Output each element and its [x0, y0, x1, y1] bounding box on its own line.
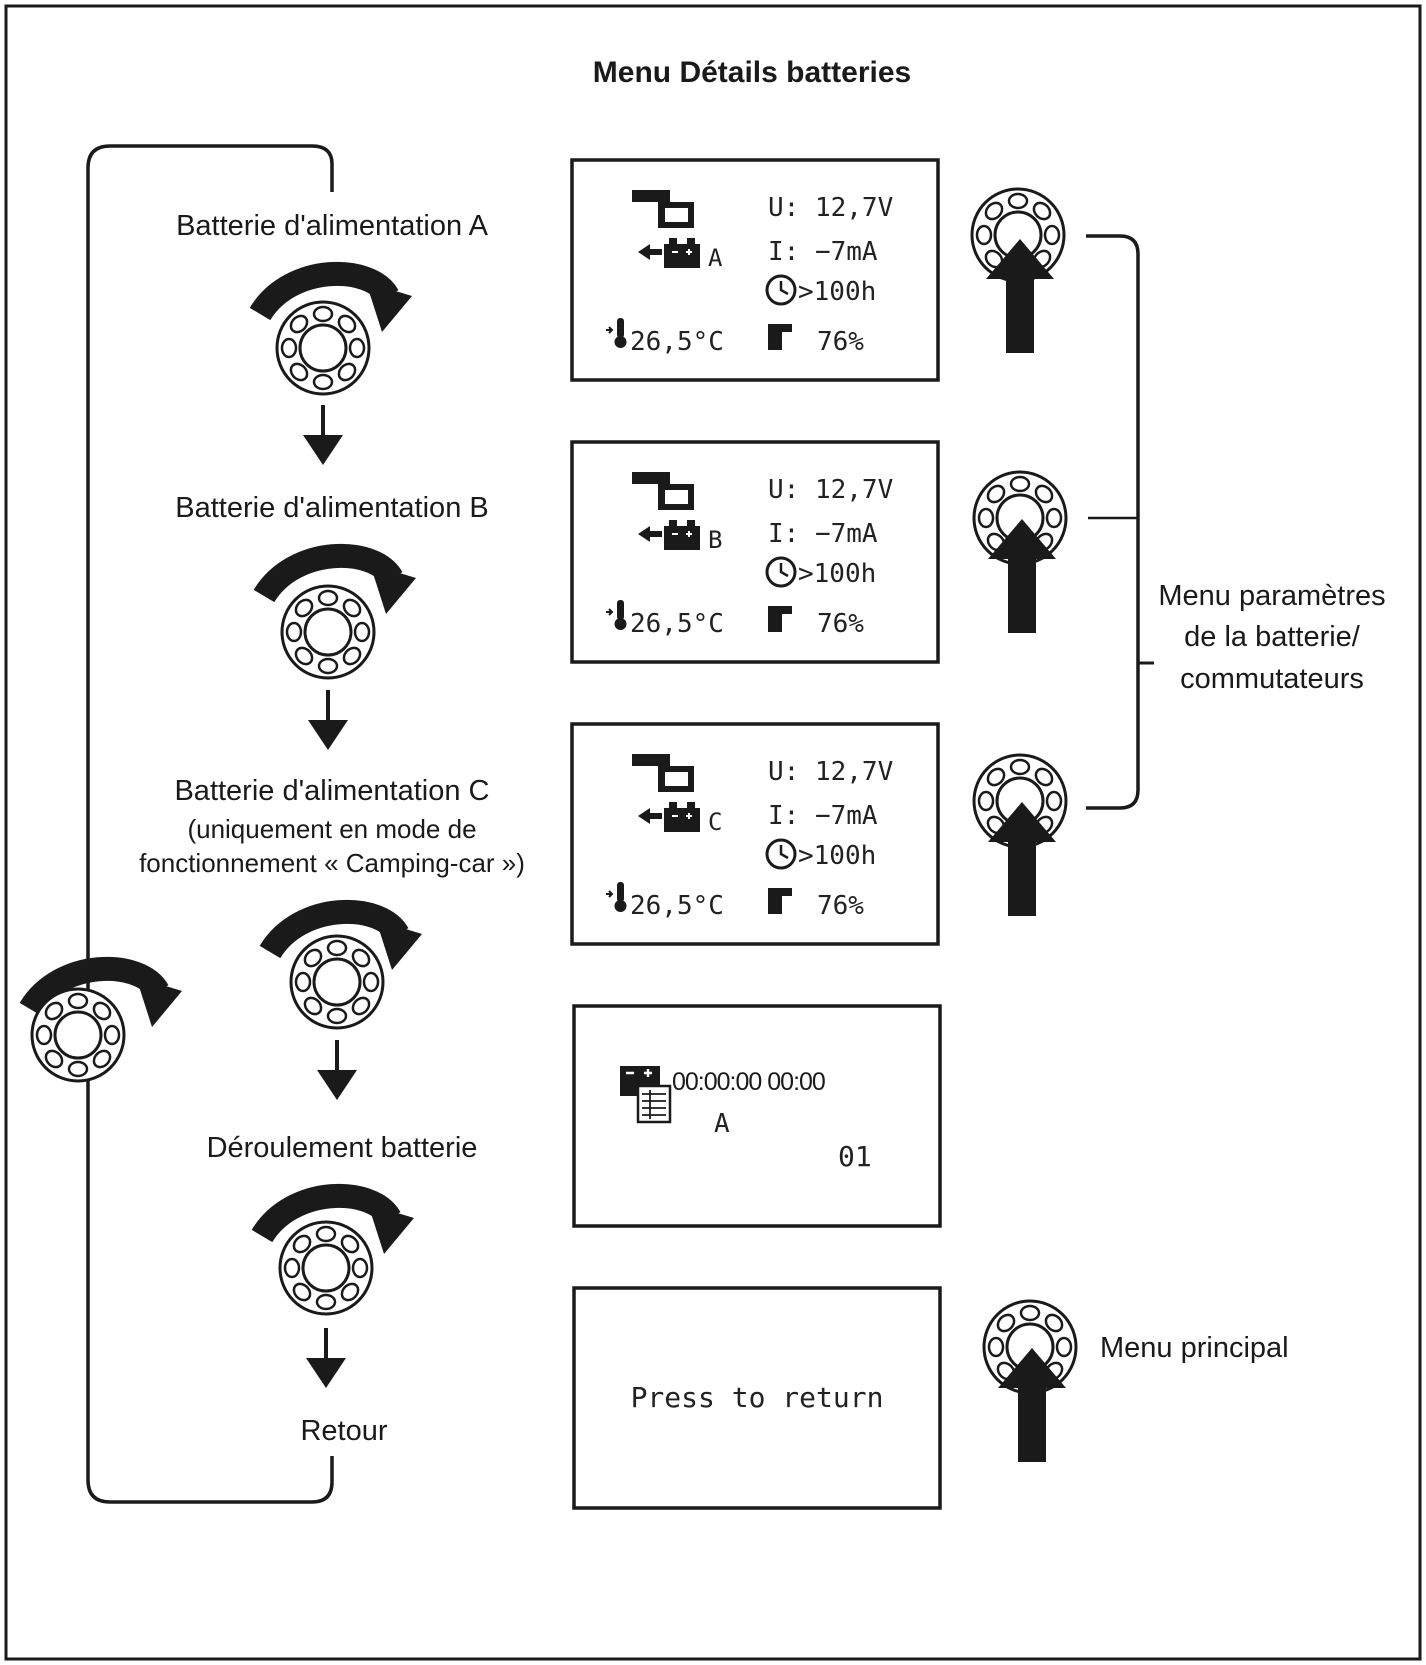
temperature-value: 26,5°C: [630, 609, 724, 639]
charge-level-icon: [768, 324, 792, 350]
battery-icon: [632, 472, 694, 510]
push-knob-main-menu[interactable]: [982, 1299, 1078, 1462]
charge-level-icon: [768, 606, 792, 632]
charge-value: 76%: [817, 891, 864, 921]
return-text: Press to return: [631, 1381, 884, 1414]
history-battery-id: A: [714, 1109, 730, 1139]
diagram-title: Menu Détails batteries: [593, 56, 911, 89]
clock-icon: [765, 556, 797, 588]
battery-id: C: [708, 808, 722, 836]
voltage-value: U: 12,7V: [768, 757, 893, 787]
settings-label-line-2: de la batterie/: [1184, 621, 1361, 653]
step-knob-history[interactable]: [262, 1196, 414, 1316]
lcd-screen-battery-b: B U: 12,7V I: −7mA >100h 26,5°C 76%: [570, 440, 940, 664]
down-arrow-icon: [306, 688, 350, 752]
temperature-value: 26,5°C: [630, 891, 724, 921]
push-knob-b[interactable]: [972, 470, 1068, 633]
arrow-battery-icon: [638, 801, 701, 833]
loop-knob[interactable]: [30, 969, 182, 1083]
down-arrow-icon: [315, 1038, 359, 1102]
log-icon: [620, 1066, 672, 1124]
remaining-time-value: >100h: [798, 841, 876, 871]
step-label-history: Déroulement batterie: [207, 1132, 478, 1164]
arrow-battery-icon: [638, 237, 701, 269]
history-datetime: 00:00:00 00:00: [672, 1068, 825, 1096]
thermometer-icon: [606, 318, 627, 348]
rotary-knob-icon[interactable]: [278, 1220, 374, 1316]
current-value: I: −7mA: [768, 237, 878, 267]
arrow-battery-icon: [638, 519, 701, 551]
lcd-screen-battery-a: A U: 12,7V I: −7mA >100h 26,5°C 76%: [570, 158, 940, 382]
settings-label-line-3: commutateurs: [1180, 663, 1364, 695]
battery-icon: [632, 190, 694, 228]
settings-label-line-1: Menu paramètres: [1158, 580, 1385, 612]
charge-value: 76%: [817, 327, 864, 357]
battery-icon: [632, 754, 694, 792]
step-knob-b[interactable]: [264, 556, 416, 680]
current-value: I: −7mA: [768, 801, 878, 831]
rotary-knob-icon[interactable]: [275, 300, 371, 396]
step-knob-a[interactable]: [260, 274, 412, 396]
step-label-battery-a: Batterie d'alimentation A: [176, 210, 488, 242]
rotary-knob-icon[interactable]: [280, 584, 376, 680]
remaining-time-value: >100h: [798, 559, 876, 589]
loop-bracket: [86, 144, 334, 1504]
battery-id: B: [708, 526, 722, 554]
lcd-screen-battery-c: C U: 12,7V I: −7mA >100h 26,5°C 76%: [570, 722, 940, 946]
down-arrow-icon: [301, 403, 345, 467]
step-label-battery-c: Batterie d'alimentation C: [174, 775, 489, 807]
down-arrow-icon: [304, 1326, 348, 1390]
temperature-value: 26,5°C: [630, 327, 724, 357]
lcd-screen-return: Press to return: [572, 1286, 942, 1510]
step-knob-c[interactable]: [270, 912, 422, 1030]
main-menu-label: Menu principal: [1100, 1332, 1289, 1364]
lcd-screen-history: 00:00:00 00:00 A 01: [572, 1004, 942, 1228]
clock-icon: [765, 274, 797, 306]
charge-level-icon: [768, 888, 792, 914]
clock-icon: [765, 838, 797, 870]
push-knob-a[interactable]: [970, 187, 1066, 353]
charge-value: 76%: [817, 609, 864, 639]
step-label-return: Retour: [300, 1415, 387, 1447]
push-knob-c[interactable]: [972, 753, 1068, 916]
rotary-knob-icon[interactable]: [289, 934, 385, 1030]
voltage-value: U: 12,7V: [768, 475, 893, 505]
battery-id: A: [708, 244, 723, 272]
remaining-time-value: >100h: [798, 277, 876, 307]
thermometer-icon: [606, 882, 627, 912]
current-value: I: −7mA: [768, 519, 878, 549]
thermometer-icon: [606, 600, 627, 630]
settings-bracket: [1086, 234, 1140, 810]
voltage-value: U: 12,7V: [768, 193, 893, 223]
step-label-battery-b: Batterie d'alimentation B: [175, 492, 488, 524]
step-note-line-1: (uniquement en mode de: [187, 814, 476, 844]
history-index: 01: [838, 1140, 872, 1173]
step-note-line-2: fonctionnement « Camping-car »): [139, 848, 525, 878]
outer-frame: [4, 4, 1422, 1661]
rotary-knob-icon[interactable]: [30, 987, 126, 1083]
